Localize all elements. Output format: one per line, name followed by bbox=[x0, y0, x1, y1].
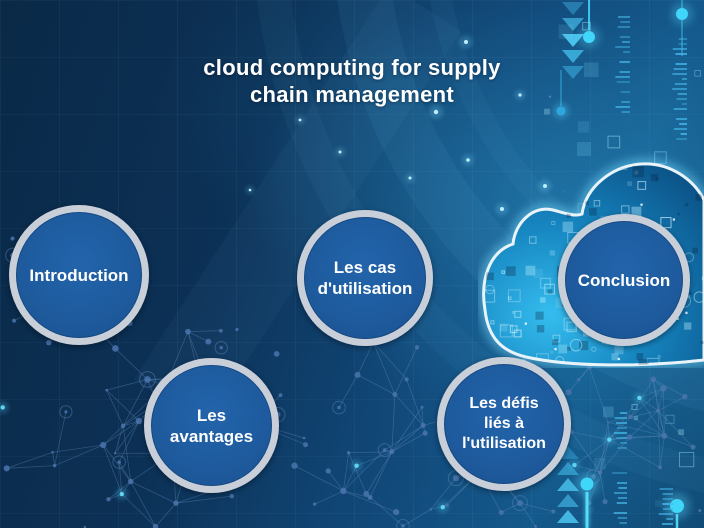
topic-label: Les cas bbox=[333, 258, 397, 277]
topic-label: d'utilisation bbox=[317, 279, 413, 298]
topic-circle-conclusion[interactable]: Conclusion bbox=[558, 214, 690, 346]
faint-squares bbox=[588, 404, 695, 513]
topic-circle-les-cas-d-utilisation[interactable]: Les cas d'utilisation bbox=[297, 210, 433, 346]
triangle-column-down bbox=[562, 2, 584, 79]
circuit-tick-columns bbox=[612, 412, 673, 525]
topic-circle-introduction[interactable]: Introduction bbox=[9, 205, 149, 345]
slide-title: cloud computing for supply chain managem… bbox=[0, 54, 704, 108]
slide-title-line-1: cloud computing for supply bbox=[203, 55, 501, 80]
topic-label: l'utilisation bbox=[462, 435, 546, 452]
tech-pattern-top bbox=[544, 0, 702, 244]
slide-title-line-2: chain management bbox=[249, 82, 455, 107]
topic-label: avantages bbox=[169, 426, 254, 446]
topic-label: Les défis bbox=[469, 395, 539, 412]
topic-circle-les-avantages[interactable]: Les avantages bbox=[144, 358, 279, 493]
circuit-tick-columns bbox=[615, 16, 687, 140]
topic-label: Conclusion bbox=[577, 270, 671, 290]
topic-label: Introduction bbox=[29, 265, 129, 285]
topic-circle-les-defis[interactable]: Les défis liés à l'utilisation bbox=[437, 357, 571, 491]
topic-label: liés à bbox=[483, 415, 525, 432]
light-arcs bbox=[133, 0, 704, 494]
faint-squares bbox=[544, 21, 702, 244]
topic-label: Les bbox=[196, 405, 227, 425]
tech-pattern-bottom bbox=[557, 404, 695, 528]
